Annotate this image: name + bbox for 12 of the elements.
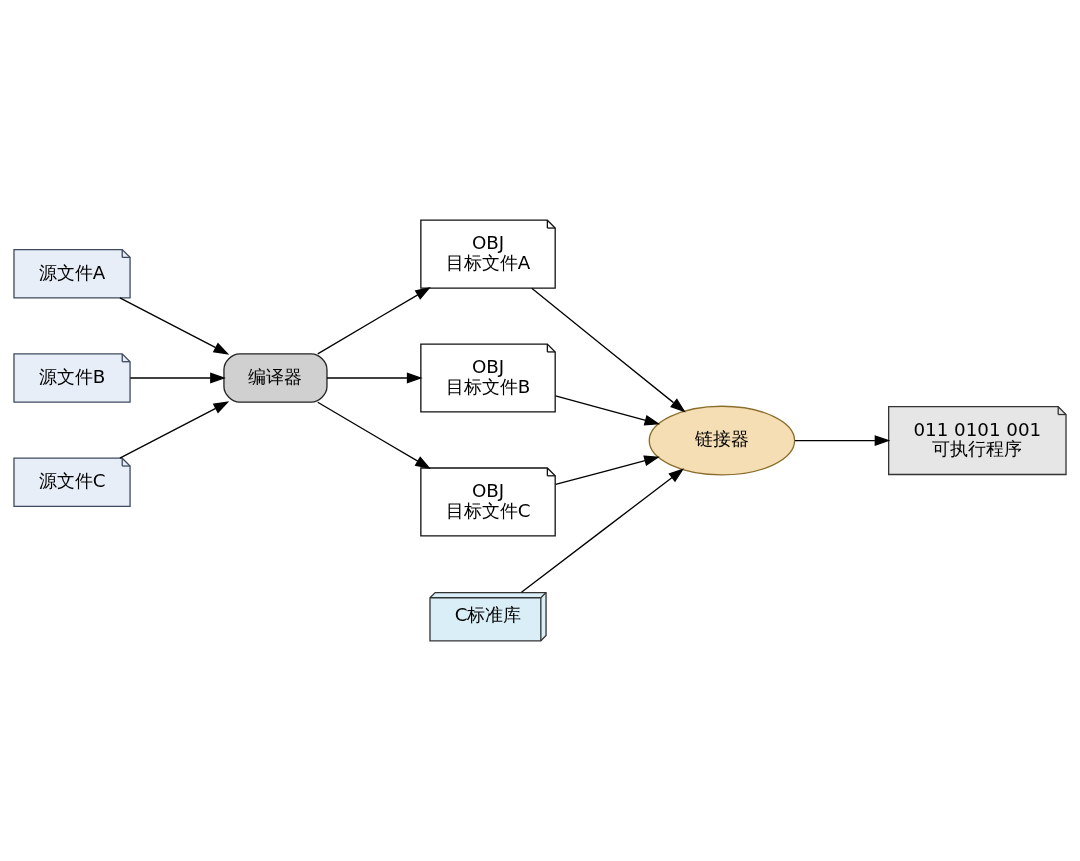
node-box: 编译器 (223, 353, 328, 403)
node-ellipse: 链接器 (648, 405, 796, 476)
arrow (317, 287, 431, 355)
arrow (531, 287, 686, 413)
arrow (554, 395, 661, 426)
arrow (119, 297, 230, 355)
arrow (326, 372, 423, 384)
arrow (794, 435, 891, 447)
arrow (554, 455, 660, 485)
arrow (119, 401, 230, 459)
arrow (317, 401, 431, 469)
arrow (129, 372, 226, 384)
